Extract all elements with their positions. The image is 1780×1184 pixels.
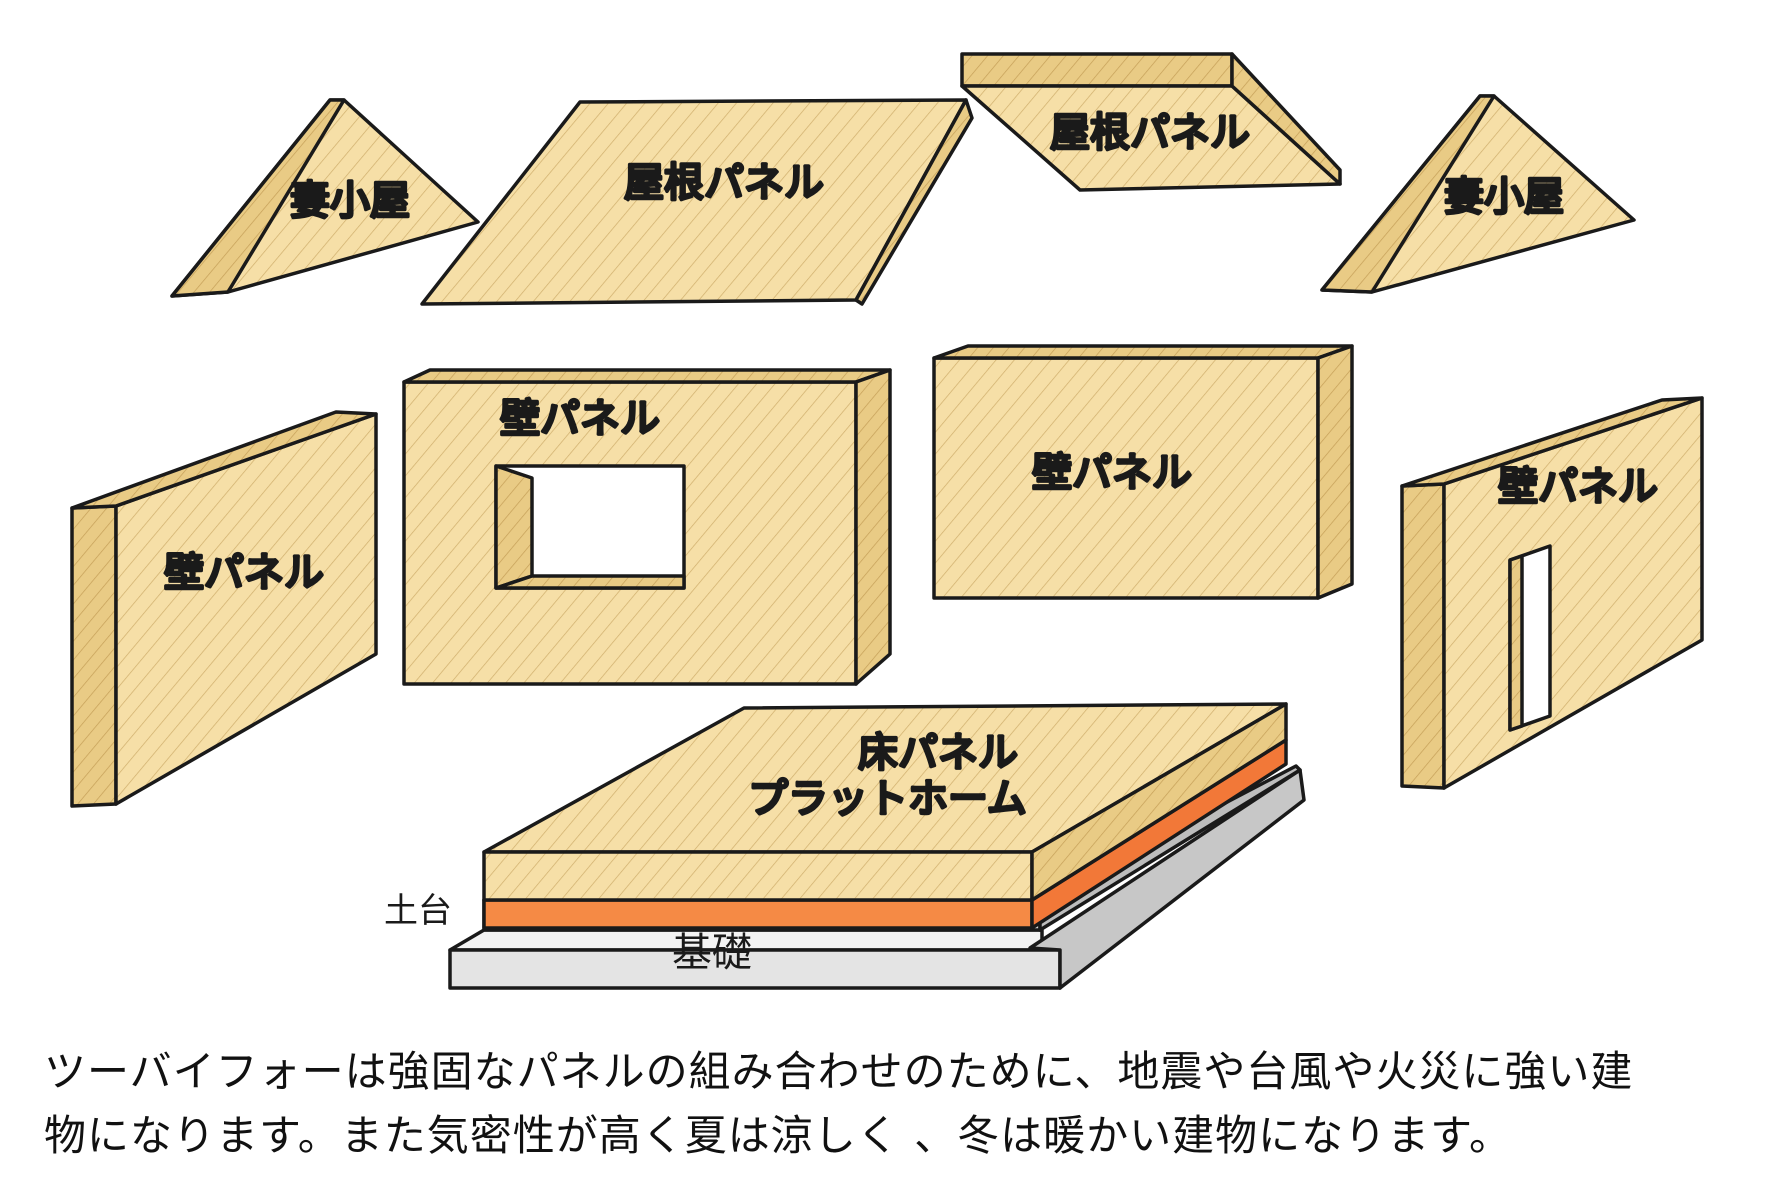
wall-panel-center-right: 壁パネル <box>934 346 1352 598</box>
floor-label-line1: 床パネル <box>858 730 1018 776</box>
gable-panel-right: 妻小屋 <box>1322 96 1634 292</box>
roof-panel-left: 屋根パネル <box>422 100 972 304</box>
foundation-label: 基礎 <box>672 930 752 976</box>
wall-right-label: 壁パネル <box>1498 464 1658 510</box>
wall-window-label: 壁パネル <box>500 396 660 442</box>
gable-left-label: 妻小屋 <box>290 178 410 224</box>
wall-panel-window: 壁パネル <box>404 370 890 684</box>
gable-panel-left: 妻小屋 <box>172 100 478 296</box>
wall-panel-far-left: 壁パネル <box>72 412 376 806</box>
roof-panel-right: 屋根パネル <box>962 54 1340 190</box>
wall-far-left-label: 壁パネル <box>164 550 324 596</box>
roof-left-label: 屋根パネル <box>624 160 824 206</box>
caption-line2: 物になります。また気密性が高く夏は涼しく 、冬は暖かい建物になります。 <box>44 1104 1744 1168</box>
caption: ツーバイフォーは強固なパネルの組み合わせのために、地震や台風や火災に強い建 物に… <box>44 1040 1744 1168</box>
wall-panel-right: 壁パネル <box>1402 398 1702 788</box>
gable-right-label: 妻小屋 <box>1444 174 1564 220</box>
sill-label: 土台 <box>384 891 452 931</box>
wall-center-right-label: 壁パネル <box>1032 450 1192 496</box>
roof-right-label: 屋根パネル <box>1050 110 1250 156</box>
caption-line1: ツーバイフォーは強固なパネルの組み合わせのために、地震や台風や火災に強い建 <box>44 1040 1744 1104</box>
floor-label-line2: プラットホーム <box>748 776 1027 822</box>
